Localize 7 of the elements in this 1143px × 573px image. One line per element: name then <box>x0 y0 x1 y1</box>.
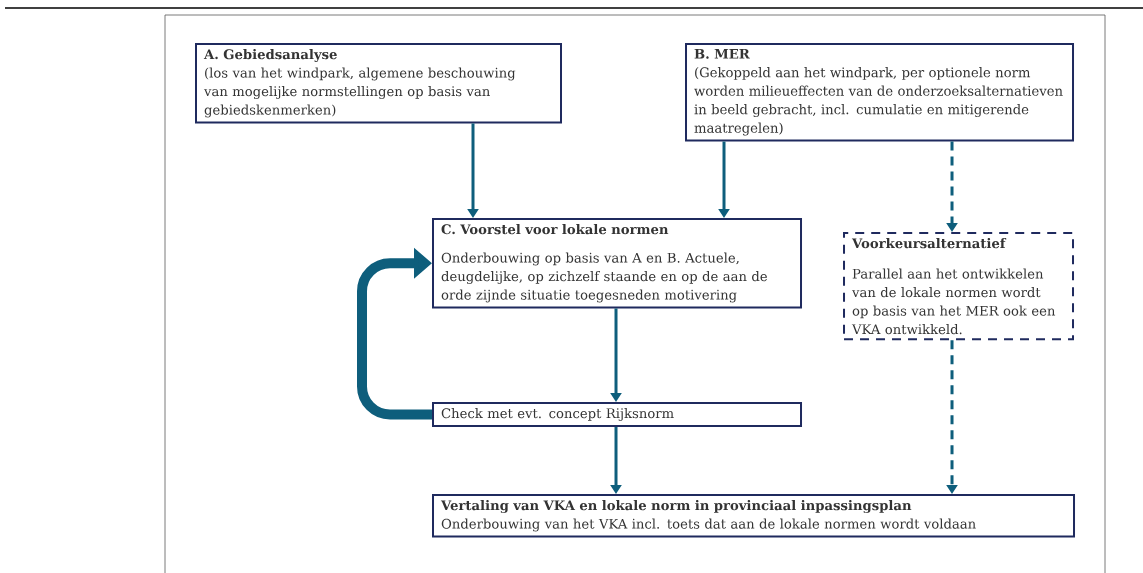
loop-arrow <box>357 247 432 420</box>
process-box: B. MER (Gekoppeld aan het windpark, per optionele norm worden milieueffecten van de onderzoeksalternatieven in beeld gebracht, incl. cumulatie en mitigerende maatregelen) <box>685 43 1074 142</box>
process-box: Check met evt. concept Rijksnorm <box>432 402 802 427</box>
dashed-box: Voorkeursalternatief Parallel aan het ontwikkelen van de lokale normen wordt op basis van het MER ook een VKA ontwikkeld. <box>843 232 1074 341</box>
process-box: A. Gebiedsanalyse (los van het windpark, algemene beschouwing van mogelijke normstellingen op basis van gebiedskenmerken) <box>195 43 562 124</box>
process-box: Vertaling van VKA en lokale norm in provinciaal inpassingsplan Onderbouwing van het VKA incl. toets dat aan de lokale normen wordt voldaan <box>432 494 1075 538</box>
process-box: C. Voorstel voor lokale normen Onderbouwing op basis van A en B. Actuele, deugdelijke, op zichzelf staande en op de aan de orde zijnde situatie toegesneden motivering <box>432 218 802 309</box>
